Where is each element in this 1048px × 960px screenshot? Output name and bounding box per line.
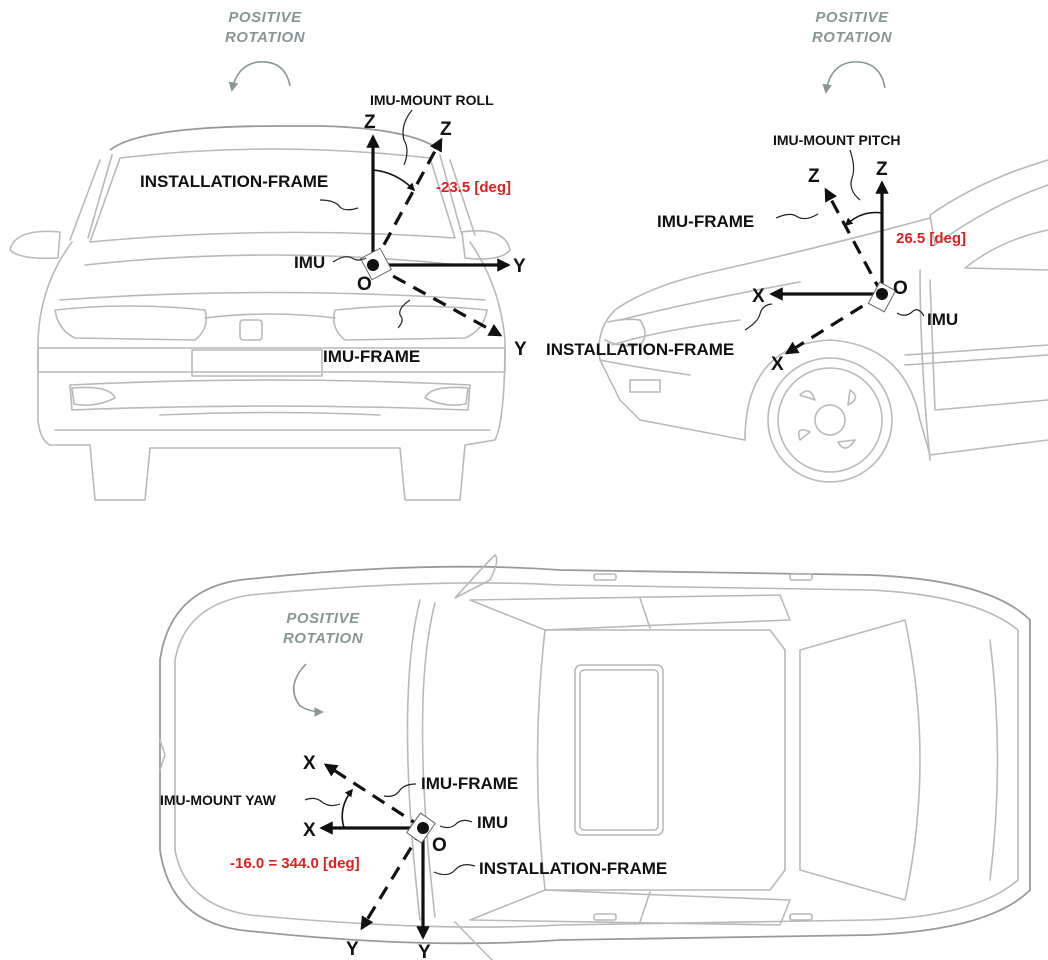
yaw-annotations: POSITIVE ROTATION X X Y Y O IMU-MOUNT YA… — [160, 610, 667, 960]
car-top-view — [159, 554, 1031, 960]
axis-y-label: Y — [513, 256, 526, 277]
axis-x-imu-label: X — [771, 354, 784, 375]
mount-roll-label: IMU-MOUNT ROLL — [370, 92, 494, 108]
origin-label: O — [357, 274, 372, 295]
imu-frame-label: IMU-FRAME — [421, 774, 518, 793]
axis-z-label: Z — [876, 159, 888, 180]
rotation-arrow-icon — [228, 61, 291, 92]
axis-y-label: Y — [418, 942, 431, 960]
rotation-arrow-icon — [293, 663, 324, 717]
axis-y-imu-label: Y — [514, 339, 527, 360]
roll-angle-value: -23.5 [deg] — [436, 179, 511, 196]
axis-x-label: X — [303, 820, 316, 841]
imu-frame-label: IMU-FRAME — [657, 212, 754, 231]
installation-frame-label: INSTALLATION-FRAME — [479, 859, 667, 878]
rotation-arrow-icon — [822, 61, 886, 94]
imu-label: IMU — [477, 813, 508, 832]
axis-x-label: X — [752, 286, 765, 307]
positive-rotation-label: POSITIVE — [815, 9, 889, 26]
axis-y-imu-label: Y — [346, 939, 359, 960]
car-side-view — [598, 159, 1048, 483]
origin-label: O — [893, 278, 908, 299]
yaw-angle-value: -16.0 = 344.0 [deg] — [230, 855, 360, 872]
positive-rotation-label: ROTATION — [283, 630, 364, 647]
roll-annotations: POSITIVE ROTATION Z Z Y Y O IMU-MOUNT RO… — [140, 9, 527, 366]
positive-rotation-label: ROTATION — [225, 29, 306, 46]
installation-frame-label: INSTALLATION-FRAME — [140, 172, 328, 191]
car-front-view — [9, 125, 511, 501]
mount-pitch-label: IMU-MOUNT PITCH — [773, 132, 901, 148]
pitch-annotations: POSITIVE ROTATION Z Z X X O IMU-MOUNT PI… — [546, 9, 966, 375]
axis-z-imu-label: Z — [440, 119, 452, 140]
axis-z-imu-label: Z — [808, 166, 820, 187]
positive-rotation-label: POSITIVE — [228, 9, 302, 26]
imu-frame-label: IMU-FRAME — [323, 347, 420, 366]
mount-yaw-label: IMU-MOUNT YAW — [160, 792, 277, 808]
imu-label: IMU — [294, 253, 325, 272]
positive-rotation-label: ROTATION — [812, 29, 893, 46]
pitch-angle-value: 26.5 [deg] — [896, 230, 966, 247]
positive-rotation-label: POSITIVE — [286, 610, 360, 627]
imu-label: IMU — [927, 310, 958, 329]
installation-frame-label: INSTALLATION-FRAME — [546, 340, 734, 359]
origin-label: O — [432, 835, 447, 856]
axis-z-label: Z — [364, 112, 376, 133]
axis-x-imu-label: X — [303, 753, 316, 774]
